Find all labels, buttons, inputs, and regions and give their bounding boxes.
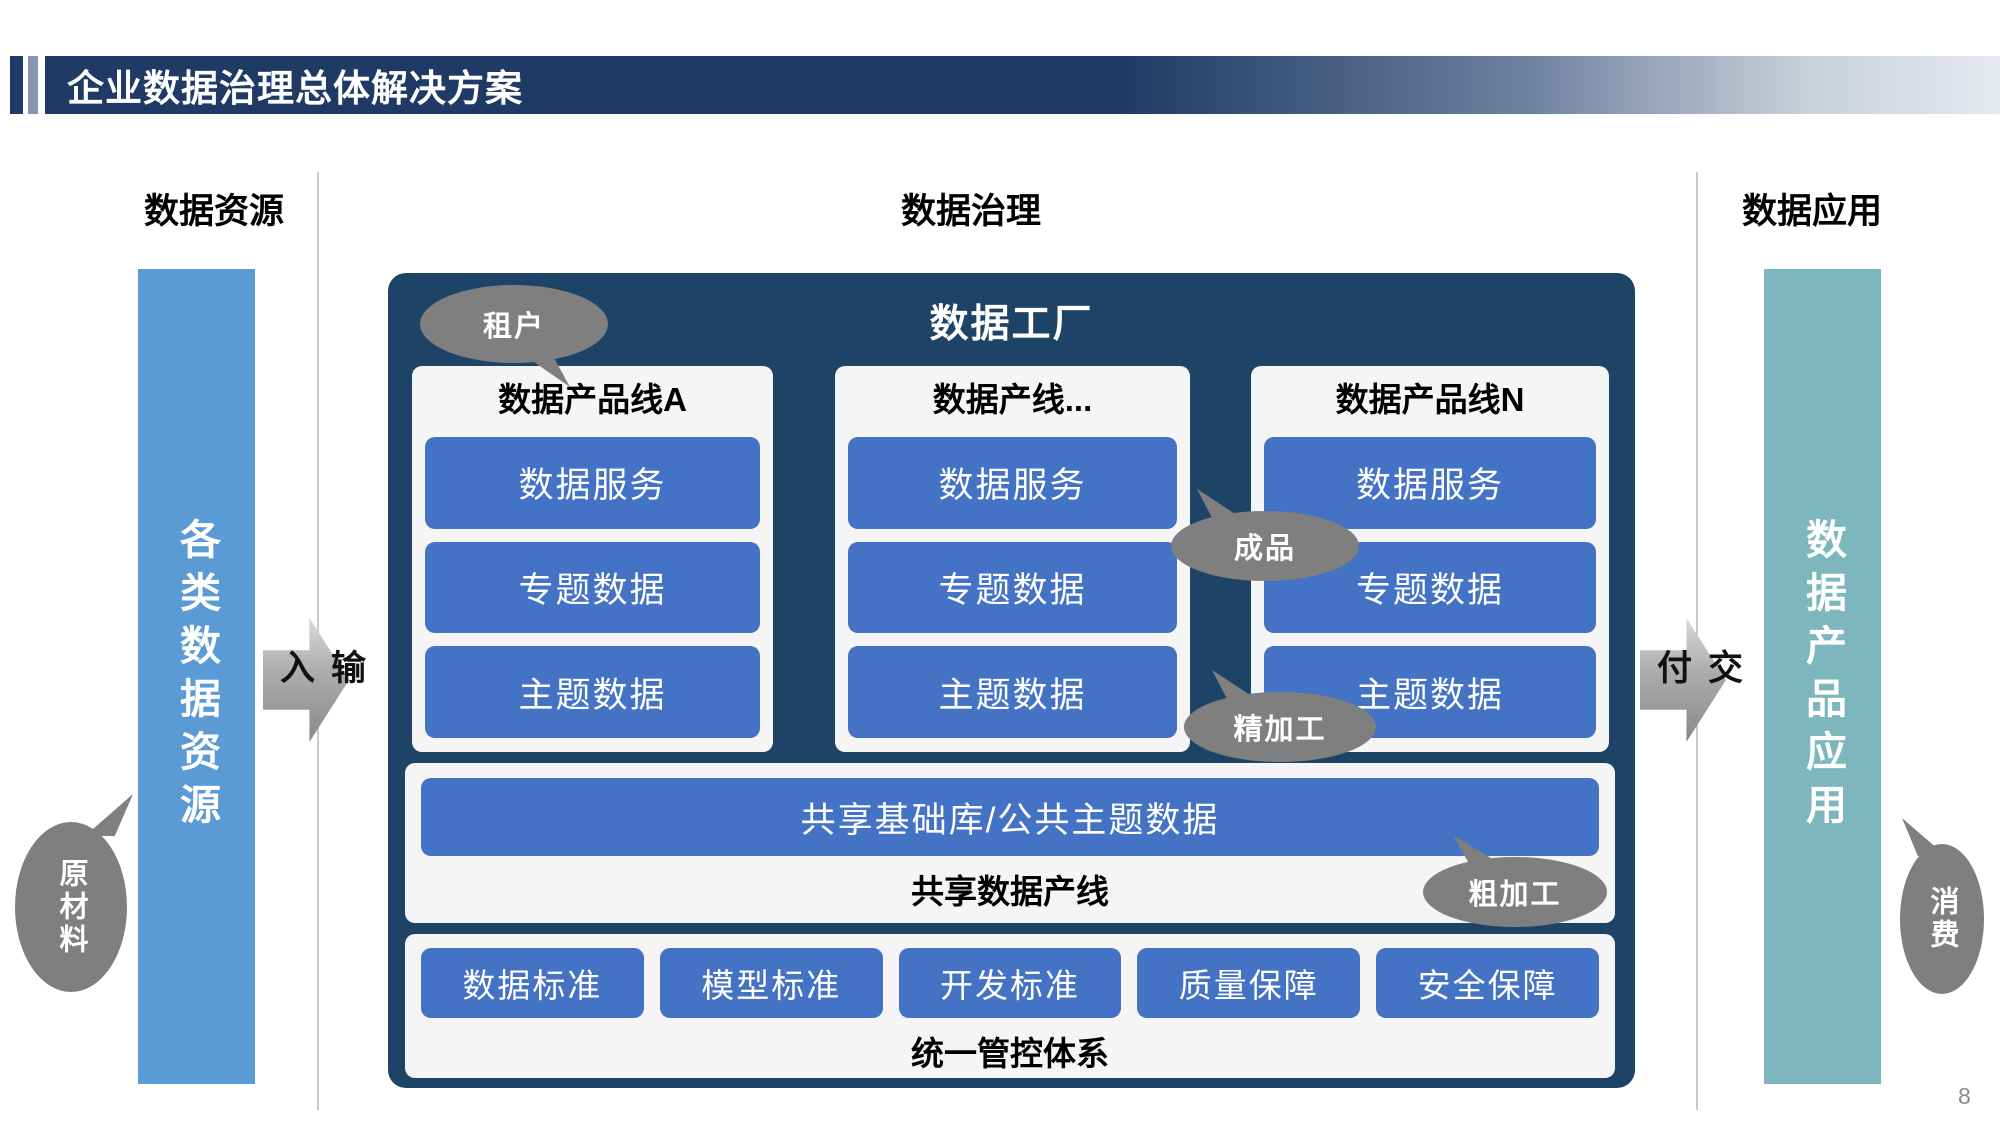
data-resources-pillar-label: 各类数据资源 (173, 517, 220, 836)
input-arrow: 输入 (263, 618, 365, 742)
subject-data-block: 主题数据 (848, 646, 1177, 738)
finished-product-bubble: 成品 (1171, 489, 1359, 581)
tenant-label: 租户 (482, 311, 545, 343)
product-line-middle: 数据产线... 数据服务 专题数据 主题数据 (835, 366, 1190, 752)
data-service-block: 数据服务 (425, 436, 760, 529)
title-accent-bar-dark (10, 56, 23, 114)
data-application-pillar-label: 数据产品应用 (1799, 517, 1846, 836)
consumption-bubble: 消费 (1900, 818, 1984, 994)
unified-control-label: 统一管控体系 (911, 1035, 1109, 1072)
data-resources-pillar: 各类数据资源 (138, 269, 255, 1084)
bubble-tail (1197, 489, 1249, 523)
product-line-a: 数据产品线A 数据服务 专题数据 主题数据 (412, 366, 773, 752)
data-factory-title: 数据工厂 (929, 303, 1094, 346)
title-accent-bar-gray (28, 56, 38, 114)
shared-data-line-label: 共享数据产线 (911, 873, 1109, 910)
product-line-middle-title: 数据产线... (932, 381, 1093, 418)
section-header-data-governance: 数据治理 (900, 192, 1041, 231)
section-header-data-application: 数据应用 (1741, 192, 1882, 231)
model-standard-block: 模型标准 (659, 948, 883, 1018)
fine-processing-bubble: 精加工 (1184, 670, 1376, 762)
title-bar: 企业数据治理总体解决方案 (45, 56, 2000, 114)
subject-data-block: 主题数据 (425, 646, 760, 738)
tenant-bubble: 租户 (420, 285, 608, 387)
rough-processing-label: 粗加工 (1468, 879, 1562, 911)
dev-standard-block: 开发标准 (898, 948, 1122, 1018)
raw-material-label: 原材料 (55, 857, 87, 957)
special-topic-data-block: 专题数据 (848, 541, 1177, 634)
slide-title: 企业数据治理总体解决方案 (67, 68, 523, 109)
special-topic-data-block: 专题数据 (425, 541, 760, 634)
quality-assurance-block: 质量保障 (1137, 948, 1361, 1018)
bubble-tail (1902, 818, 1946, 856)
control-buttons-row: 数据标准 模型标准 开发标准 质量保障 安全保障 (421, 948, 1599, 1018)
section-header-data-resources: 数据资源 (143, 192, 284, 231)
security-assurance-block: 安全保障 (1376, 948, 1599, 1018)
product-line-n-title: 数据产品线N (1335, 381, 1525, 418)
consumption-label: 消费 (1926, 886, 1958, 952)
page-number: 8 (1958, 1083, 1971, 1109)
rough-processing-bubble: 粗加工 (1423, 835, 1607, 927)
data-factory-panel: 数据工厂 租户 数据产品线A 数据服务 专题数据 主题数据 数据产线... 数据… (388, 273, 1635, 1088)
shared-data-line-panel: 共享基础库/公共主题数据 共享数据产线 (405, 763, 1615, 923)
data-standard-block: 数据标准 (421, 948, 644, 1018)
data-application-pillar: 数据产品应用 (1764, 269, 1881, 1084)
deliver-arrow-label: 交付 (1652, 649, 1742, 686)
data-service-block: 数据服务 (848, 436, 1177, 529)
data-service-block: 数据服务 (1264, 436, 1596, 529)
fine-processing-label: 精加工 (1233, 714, 1327, 746)
raw-material-bubble: 原材料 (15, 794, 133, 992)
bubble-tail (85, 794, 133, 836)
deliver-arrow: 交付 (1640, 618, 1742, 742)
product-line-a-title: 数据产品线A (498, 381, 687, 418)
finished-product-label: 成品 (1233, 533, 1296, 565)
unified-control-panel: 数据标准 模型标准 开发标准 质量保障 安全保障 统一管控体系 (405, 934, 1615, 1078)
input-arrow-label: 输入 (275, 649, 365, 686)
shared-base-library-bar: 共享基础库/公共主题数据 (421, 778, 1599, 856)
